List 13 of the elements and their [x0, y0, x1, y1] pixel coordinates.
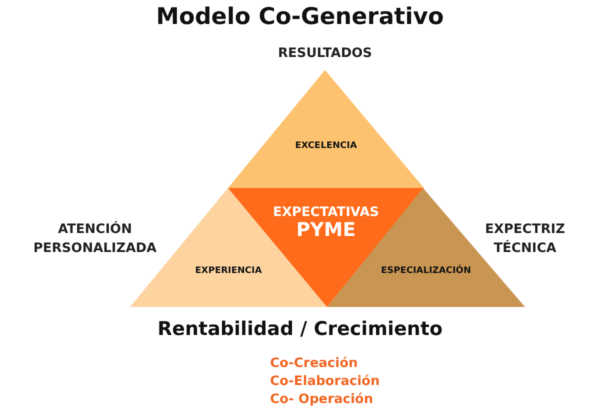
list-item: Co-Creación — [270, 356, 359, 371]
title: Modelo Co-Generativo — [155, 4, 445, 30]
segment-label: EXPECTATIVAS — [272, 205, 380, 220]
segment-label: EXCELENCIA — [294, 141, 358, 151]
corner-label: EXPECTRIZ TÉCNICA — [484, 221, 566, 258]
corner-label: RESULTADOS — [276, 46, 374, 61]
segment-label: ESPECIALIZACIÓN — [380, 266, 472, 276]
segment-label: PYME — [295, 219, 357, 241]
corner-label: ATENCIÓN PERSONALIZADA — [32, 220, 158, 258]
list-item: Co-Elaboración — [270, 374, 381, 389]
list-item: Co- Operación — [270, 392, 374, 407]
base-label: Rentabilidad / Crecimiento — [156, 318, 444, 340]
segment-label: EXPERIENCIA — [194, 266, 263, 276]
